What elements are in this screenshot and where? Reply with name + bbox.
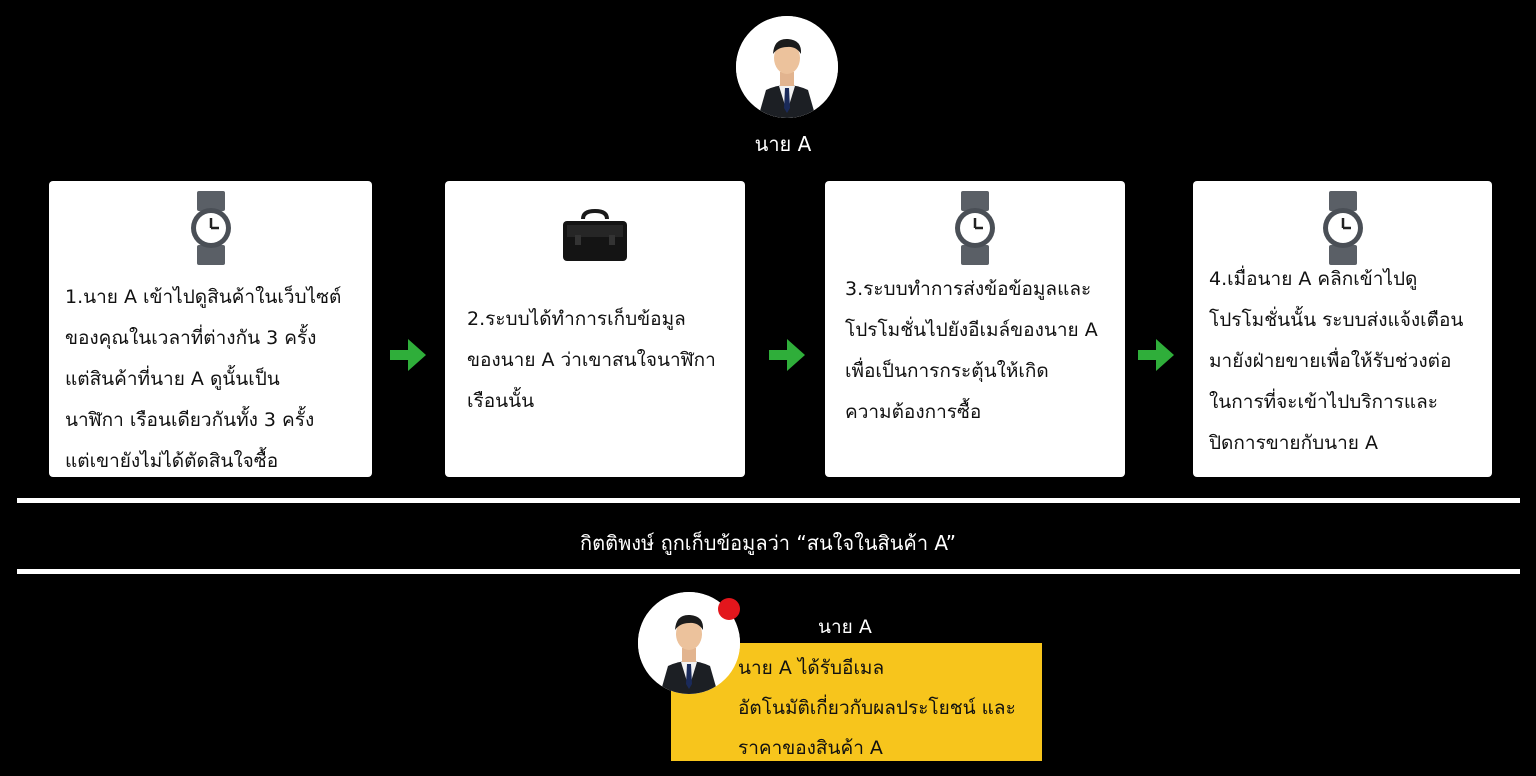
step-text-2: 2.ระบบได้ทำการเก็บข้อมูล ของนาย A ว่าเขา… <box>467 308 716 412</box>
step-text-4: 4.เมื่อนาย A คลิกเข้าไปดู โปรโมชั่นนั้น … <box>1209 268 1464 454</box>
notification-text: นาย A ได้รับอีเมล อัตโนมัติเกี่ยวกับผลปร… <box>738 657 1016 759</box>
step-card-1: 1.นาย A เข้าไปดูสินค้าในเว็บไซต์ ของคุณใ… <box>49 181 372 477</box>
arrow-right-icon-3 <box>1138 339 1174 371</box>
step-card-4: 4.เมื่อนาย A คลิกเข้าไปดู โปรโมชั่นนั้น … <box>1193 181 1492 477</box>
caption: กิตติพงษ์ ถูกเก็บข้อมูลว่า “สนใจในสินค้า… <box>580 531 956 555</box>
arrow-right-icon-2 <box>769 339 805 371</box>
step-text-3: 3.ระบบทำการส่งข้อข้อมูลและ โปรโมชั่นไปยั… <box>845 278 1098 423</box>
notification-dot <box>718 598 740 620</box>
watch-icon <box>955 191 995 265</box>
arrow-right-icon-1 <box>390 339 426 371</box>
top-user-name: นาย A <box>754 132 812 156</box>
notification-name: นาย A <box>818 616 872 638</box>
businessman-avatar <box>736 16 838 118</box>
divider-top <box>17 498 1520 503</box>
step-card-3: 3.ระบบทำการส่งข้อข้อมูลและ โปรโมชั่นไปยั… <box>825 181 1125 477</box>
step-card-2: 2.ระบบได้ทำการเก็บข้อมูล ของนาย A ว่าเขา… <box>445 181 745 477</box>
step-text-1: 1.นาย A เข้าไปดูสินค้าในเว็บไซต์ ของคุณใ… <box>65 286 342 472</box>
top-avatar <box>736 16 838 118</box>
divider-bottom <box>17 569 1520 574</box>
watch-icon <box>1322 191 1363 265</box>
briefcase-icon <box>563 208 627 261</box>
watch-icon <box>190 191 231 265</box>
